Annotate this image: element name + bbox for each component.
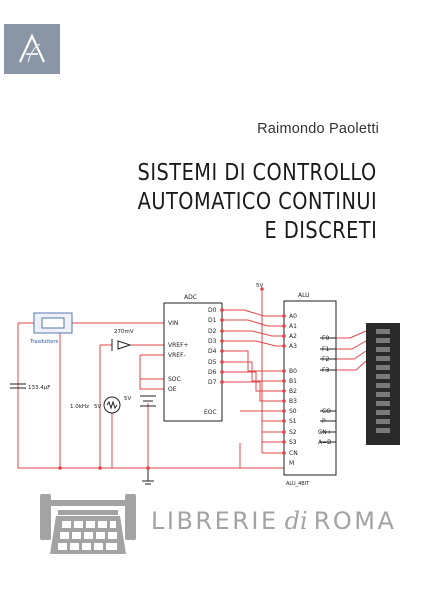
alu-part-label: ALU_4BIT bbox=[286, 481, 310, 487]
author-name: Raimondo Paoletti bbox=[257, 121, 379, 137]
alu-pin-label: S1 bbox=[289, 418, 297, 425]
adc-pin-label: D0 bbox=[208, 307, 217, 314]
adc-block bbox=[163, 302, 223, 422]
alu-pin-label: S0 bbox=[289, 408, 297, 415]
alu-pin-label: F2 bbox=[322, 356, 329, 363]
adc-pin-label: D5 bbox=[208, 359, 217, 366]
alu-label: ALU bbox=[298, 292, 310, 299]
alu-pin-label: M bbox=[289, 460, 294, 467]
adc-pin-label: OE bbox=[168, 386, 177, 393]
adc-pin-label: EOC bbox=[204, 409, 217, 416]
pin-dots bbox=[58, 287, 286, 470]
alu-pin-label: CN bbox=[289, 450, 298, 457]
alu-pin-label: A=B bbox=[318, 439, 331, 446]
battery-label: 5V bbox=[124, 396, 131, 402]
adc-pin-label: VREF+ bbox=[168, 342, 189, 349]
adc-pin-label: D7 bbox=[208, 379, 217, 386]
clock-voltage-label: 5V bbox=[94, 404, 101, 410]
alu-pin-label: B0 bbox=[289, 368, 297, 375]
clock-label: 1.0kHz bbox=[70, 404, 89, 410]
adc-pin-label: SOC bbox=[168, 376, 181, 383]
alu-pin-label: A3 bbox=[289, 343, 297, 350]
circuit-wires bbox=[17, 289, 367, 469]
clock-source bbox=[103, 396, 121, 414]
bargraph-segments bbox=[376, 329, 390, 433]
alu-pin-label: CN+ bbox=[318, 429, 332, 436]
adc-pin-label: VREF- bbox=[168, 352, 186, 359]
adc-pin-label: D2 bbox=[208, 328, 217, 335]
alu-pin-label: S2 bbox=[289, 429, 297, 436]
alu-pin-label: B2 bbox=[289, 388, 297, 395]
supply-label: 5V bbox=[256, 283, 263, 289]
circuit-labels: ADC ALU ALU_4BIT 5V Trasduttore 133.4µF … bbox=[28, 283, 332, 487]
alu-pin-label: F3 bbox=[322, 367, 329, 374]
alu-pin-label: F1 bbox=[322, 346, 329, 353]
title-line-3: E DISCRETI bbox=[264, 218, 377, 244]
alu-pin-label: A1 bbox=[289, 323, 297, 330]
alu-pin-label: B3 bbox=[289, 398, 297, 405]
adc-pin-label: D4 bbox=[208, 348, 217, 355]
publisher-logo bbox=[4, 24, 60, 74]
adc-pin-label: D3 bbox=[208, 338, 217, 345]
watermark-word-librerie: LIBRERIE bbox=[151, 507, 279, 535]
adc-pin-label: VIN bbox=[168, 320, 178, 327]
circuit-components bbox=[10, 300, 337, 485]
alu-pin-label: A2 bbox=[289, 333, 297, 340]
alu-pin-label: S3 bbox=[289, 439, 297, 446]
transducer-label: Trasduttore bbox=[29, 339, 58, 345]
adc-pin-label: D1 bbox=[208, 317, 217, 324]
alu-pin-label: B1 bbox=[289, 378, 297, 385]
typewriter-icon bbox=[40, 494, 136, 554]
alu-pin-label: F0 bbox=[322, 335, 329, 342]
alu-pin-label: CO bbox=[322, 408, 331, 415]
alu-block bbox=[283, 300, 337, 476]
adc-pin-label: D6 bbox=[208, 369, 217, 376]
adc-label: ADC bbox=[184, 294, 197, 301]
publisher-logo-mark bbox=[4, 24, 60, 74]
alu-pin-label: P bbox=[322, 418, 326, 425]
circuit-diagram: ADC ALU ALU_4BIT 5V Trasduttore 133.4µF … bbox=[10, 283, 400, 487]
capacitor-label: 133.4µF bbox=[28, 385, 50, 391]
title-line-1: SISTEMI DI CONTROLLO bbox=[137, 160, 377, 186]
watermark-word-di: di bbox=[284, 507, 308, 535]
voltage-ref-label: 270mV bbox=[114, 329, 134, 335]
watermark-word-roma: ROMA bbox=[313, 507, 397, 535]
title-line-2: AUTOMATICO CONTINUI bbox=[137, 189, 377, 215]
alu-pin-label: A0 bbox=[289, 313, 297, 320]
